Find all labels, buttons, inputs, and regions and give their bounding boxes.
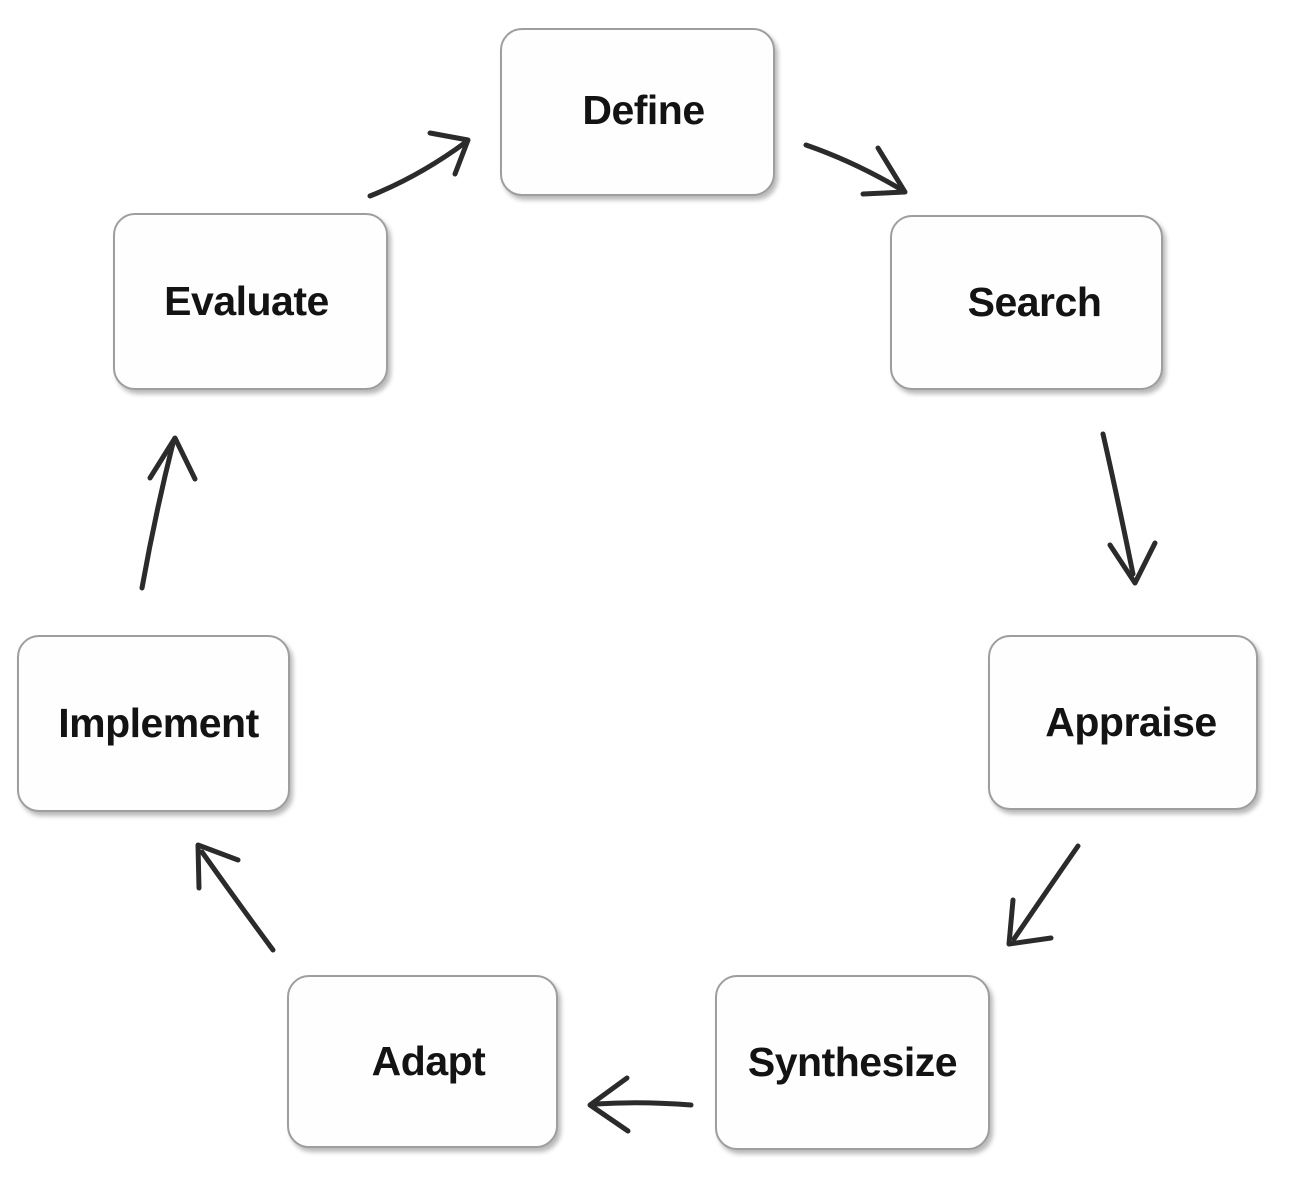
arrow-adapt-to-implement [195, 842, 276, 953]
arrow-synthesize-to-adapt [587, 1075, 694, 1134]
node-search[interactable]: Search [890, 215, 1163, 390]
node-appraise[interactable]: Appraise [988, 635, 1258, 810]
arrow-define-to-search [803, 142, 908, 197]
node-label-search: Search [967, 279, 1102, 325]
arrow-evaluate-to-define [367, 130, 471, 199]
arrow-search-to-appraise [1100, 431, 1158, 586]
node-label-appraise: Appraise [1045, 699, 1217, 745]
node-label-define: Define [582, 86, 705, 133]
arrow-implement-to-evaluate [139, 435, 198, 591]
node-label-implement: Implement [58, 700, 259, 746]
node-synthesize[interactable]: Synthesize [715, 975, 990, 1150]
node-implement[interactable]: Implement [17, 635, 290, 812]
node-label-synthesize: Synthesize [747, 1039, 958, 1085]
node-adapt[interactable]: Adapt [287, 975, 558, 1148]
node-label-evaluate: Evaluate [164, 278, 329, 324]
arrow-appraise-to-synthesize [1006, 843, 1081, 947]
node-label-adapt: Adapt [371, 1038, 486, 1084]
node-evaluate[interactable]: Evaluate [113, 213, 388, 390]
node-define[interactable]: Define [500, 28, 775, 196]
